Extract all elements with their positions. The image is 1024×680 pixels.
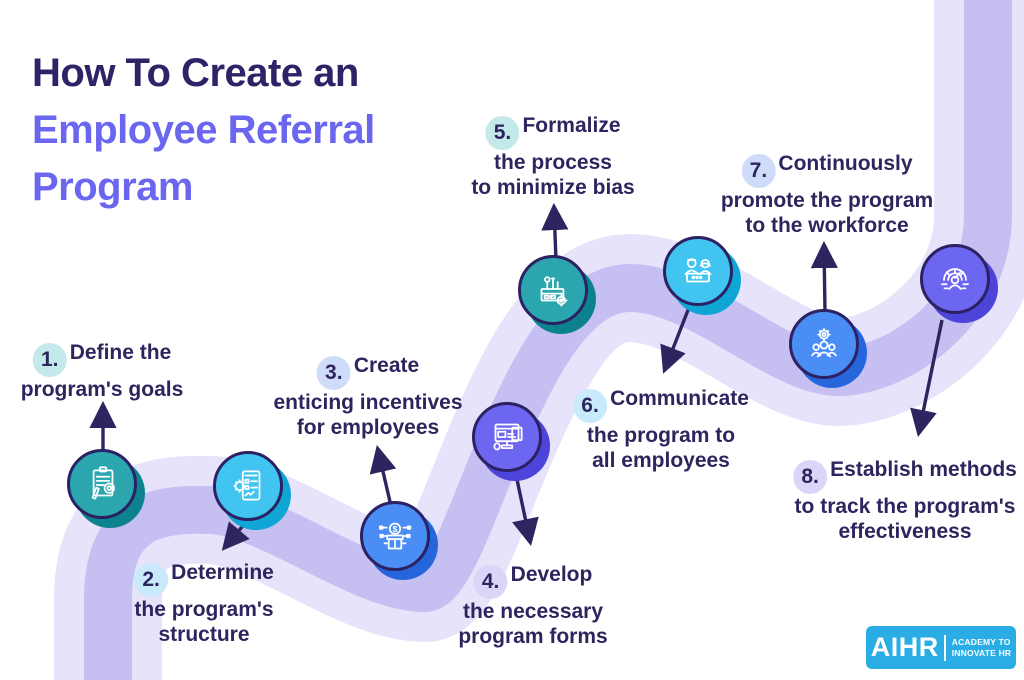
arrow-step-8 <box>910 319 944 437</box>
step-3-line-1: 3.Create <box>273 353 462 390</box>
step-6-line-2: the program to <box>586 424 736 447</box>
step-3-icon-circle: $ <box>360 501 438 580</box>
step-4-line-1: 4.Develop <box>458 562 607 599</box>
title-line-dark: How To Create an <box>32 50 359 95</box>
step-7-line-1: 7.Continuously <box>721 151 933 188</box>
arrow-step-6 <box>660 304 692 374</box>
person-gear-promote-icon <box>789 309 859 379</box>
aihr-logo-tagline: ACADEMY TO INNOVATE HR <box>951 637 1012 658</box>
step-1-line-2: program's goals <box>20 378 184 401</box>
step-2-line-2: the program's <box>134 598 274 621</box>
step-6-number-badge: 6. <box>573 389 608 423</box>
step-4-number-badge: 4. <box>473 565 508 599</box>
step-5-label: 5.Formalize the process to minimize bias <box>471 113 634 200</box>
document-gear-icon <box>213 451 283 521</box>
step-5-line-2: the process <box>494 151 612 174</box>
arrow-step-3 <box>369 445 397 507</box>
step-1-line-1: 1.Define the <box>21 340 184 377</box>
title-line-purple: Employee Referral Program <box>32 107 375 210</box>
person-gauge-icon <box>920 244 990 314</box>
arrow-step-7 <box>810 240 838 313</box>
step-8-icon-circle <box>920 244 998 323</box>
step-7-label: 7.Continuously promote the program to th… <box>721 151 933 238</box>
step-6-line-1: 6.Communicate <box>573 386 749 423</box>
people-presenting-icon <box>663 236 733 306</box>
step-4-icon-circle <box>472 402 550 481</box>
step-1-icon-circle <box>67 449 145 528</box>
toolbox-process-icon <box>518 255 588 325</box>
step-6-icon-circle <box>663 236 741 315</box>
step-7-icon-circle <box>789 309 867 388</box>
step-2-number-badge: 2. <box>134 563 169 597</box>
step-5-line-1: 5.Formalize <box>471 113 634 150</box>
step-3-label: 3.Create enticing incentives for employe… <box>273 353 462 440</box>
step-8-line-2: to track the program's <box>794 495 1016 518</box>
step-2-label: 2.Determine the program's structure <box>134 560 274 647</box>
step-3-line-3: for employees <box>296 416 440 439</box>
step-7-line-2: promote the program <box>720 189 934 212</box>
step-4-label: 4.Develop the necessary program forms <box>458 562 607 649</box>
step-8-number-badge: 8. <box>793 460 828 494</box>
arrow-step-4 <box>512 469 539 546</box>
step-8-line-1: 8.Establish methods <box>793 457 1017 494</box>
step-2-line-3: structure <box>158 623 250 646</box>
aihr-logo-divider <box>943 634 946 661</box>
aihr-logo-wordmark: AIHR <box>870 632 939 662</box>
arrow-step-5 <box>541 202 569 261</box>
step-3-line-2: enticing incentives <box>273 391 463 414</box>
page-title: How To Create an Employee Referral Progr… <box>32 45 492 217</box>
step-6-line-3: all employees <box>592 449 730 472</box>
step-7-line-3: to the workforce <box>745 214 909 237</box>
step-4-line-2: the necessary <box>462 600 604 623</box>
svg-text:$: $ <box>393 524 398 534</box>
certificate-clipboard-icon <box>67 449 137 519</box>
step-1-number-badge: 1. <box>32 343 67 377</box>
step-2-line-1: 2.Determine <box>134 560 274 597</box>
step-8-line-3: effectiveness <box>838 520 972 543</box>
step-6-label: 6.Communicate the program to all employe… <box>573 386 749 473</box>
step-1-label: 1.Define the program's goals <box>21 340 184 402</box>
aihr-logo: AIHR ACADEMY TO INNOVATE HR <box>866 626 1016 669</box>
step-4-line-3: program forms <box>458 625 608 648</box>
step-7-number-badge: 7. <box>741 154 776 188</box>
step-5-number-badge: 5. <box>485 116 520 150</box>
step-8-label: 8.Establish methods to track the program… <box>793 457 1017 544</box>
step-5-icon-circle <box>518 255 596 334</box>
computer-form-icon <box>472 402 542 472</box>
step-5-line-3: to minimize bias <box>471 176 635 199</box>
step-3-number-badge: 3. <box>316 356 351 390</box>
gift-incentive-icon: $ <box>360 501 430 571</box>
step-2-icon-circle <box>213 451 291 530</box>
